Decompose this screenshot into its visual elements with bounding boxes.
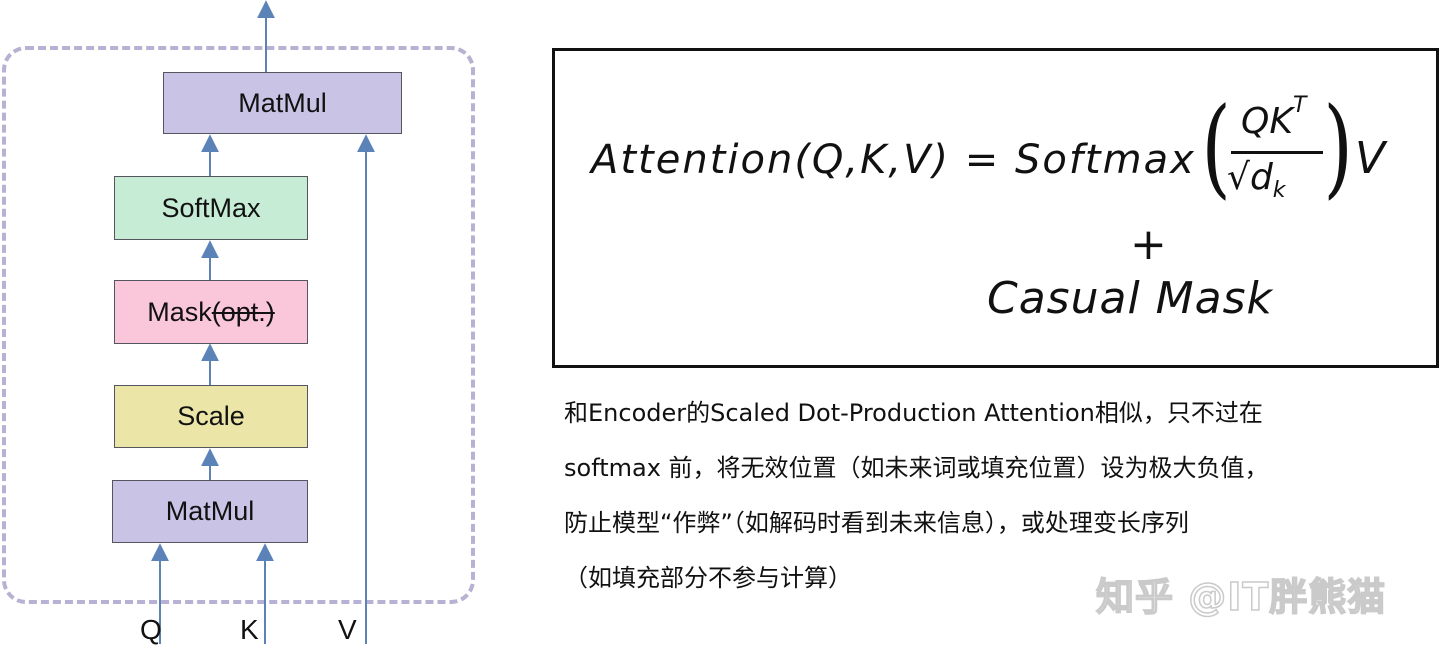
formula-denominator: √dk	[1227, 157, 1286, 204]
mask-block: Mask(opt.)	[114, 280, 308, 344]
softmax-label: SoftMax	[161, 192, 261, 223]
scale-label: Scale	[177, 401, 245, 431]
matmul-bottom-label: MatMul	[165, 496, 255, 526]
matmul-bottom-block: MatMul	[112, 480, 308, 543]
formula-lhs: Attention(Q,K,V) = Softmax	[591, 137, 1196, 183]
formula-box: Attention(Q,K,V) = Softmax ( QKT √dk ) V…	[552, 48, 1439, 368]
formula-numerator-transpose: T	[1292, 93, 1307, 118]
formula-fraction-bar	[1231, 151, 1323, 154]
matmul-top-label: MatMul	[238, 87, 327, 118]
input-k-label: K	[240, 614, 259, 645]
attention-module-frame	[2, 46, 475, 604]
formula-fraction: QKT √dk	[1223, 93, 1341, 223]
softmax-block: SoftMax	[114, 176, 308, 240]
scale-block: Scale	[114, 385, 308, 448]
description-line-3: 防止模型“作弊”（如解码时看到未来信息），或处理变长序列	[564, 509, 1189, 537]
zhihu-watermark: 知乎 @IT胖熊猫	[1095, 574, 1387, 620]
description-line-1: 和Encoder的Scaled Dot-Production Attention…	[564, 399, 1263, 427]
description-line-2: softmax 前，将无效位置（如未来词或填充位置）设为极大负值，	[564, 454, 1269, 482]
formula-right-paren: )	[1323, 85, 1353, 210]
formula-left-paren: (	[1201, 85, 1231, 210]
matmul-top-block: MatMul	[163, 72, 402, 134]
formula-rhs-v: V	[1355, 133, 1386, 184]
formula-plus: +	[1130, 219, 1167, 270]
description-line-4: （如填充部分不参与计算）	[564, 564, 852, 592]
formula-casual-mask: Casual Mask	[987, 273, 1273, 324]
mask-optional-label: (opt.)	[211, 296, 275, 327]
formula-denominator-subscript: k	[1272, 178, 1286, 204]
input-q-label: Q	[140, 614, 162, 645]
input-v-label: V	[338, 614, 357, 645]
description-text: 和Encoder的Scaled Dot-Production Attention…	[564, 386, 1424, 606]
mask-label: Mask	[147, 296, 212, 327]
formula-numerator: QKT	[1241, 93, 1307, 142]
